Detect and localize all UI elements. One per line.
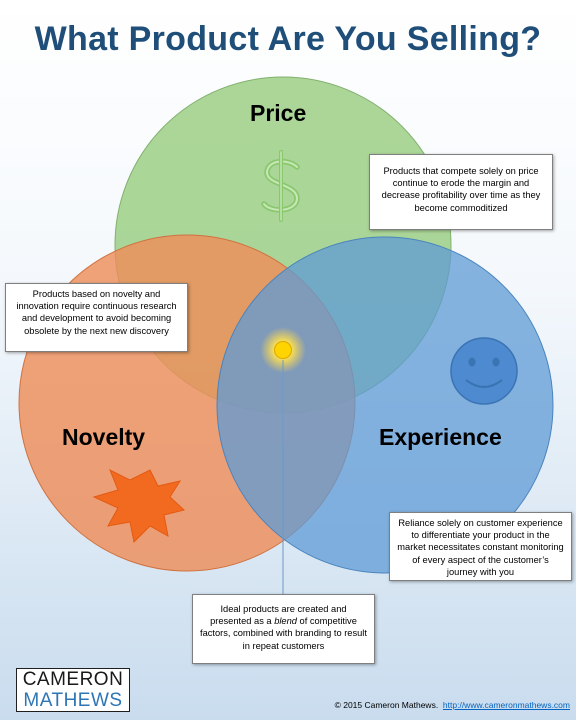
center-note: Ideal products are created and presented… [192, 594, 375, 664]
center-note-text: Ideal products are created and presented… [210, 604, 347, 627]
novelty-note: Products based on novelty and innovation… [5, 283, 188, 352]
starburst-icon [92, 468, 186, 544]
experience-circle [216, 236, 554, 574]
page-title: What Product Are You Selling? [34, 20, 542, 58]
price-note: Products that compete solely on price co… [369, 154, 553, 230]
footer-copyright: © 2015 Cameron Mathews. [334, 700, 439, 710]
center-note-emphasis: blend [274, 616, 297, 627]
logo: CAMERON MATHEWS [16, 668, 130, 712]
logo-line-2: MATHEWS [23, 690, 123, 711]
experience-label: Experience [379, 424, 502, 450]
experience-note: Reliance solely on customer experience t… [389, 512, 572, 581]
glowing-sun-icon [260, 327, 306, 373]
price-label: Price [250, 100, 307, 126]
novelty-label: Novelty [62, 424, 146, 450]
logo-line-1: CAMERON [22, 669, 124, 690]
dollar-sign-icon [261, 150, 300, 222]
footer-link[interactable]: http://www.cameronmathews.com [442, 700, 570, 710]
center-note-text-end: of competitive factors, combined with br… [200, 616, 367, 651]
footer: © 2015 Cameron Mathews. http://www.camer… [300, 700, 570, 710]
smiley-face-icon [450, 337, 518, 405]
